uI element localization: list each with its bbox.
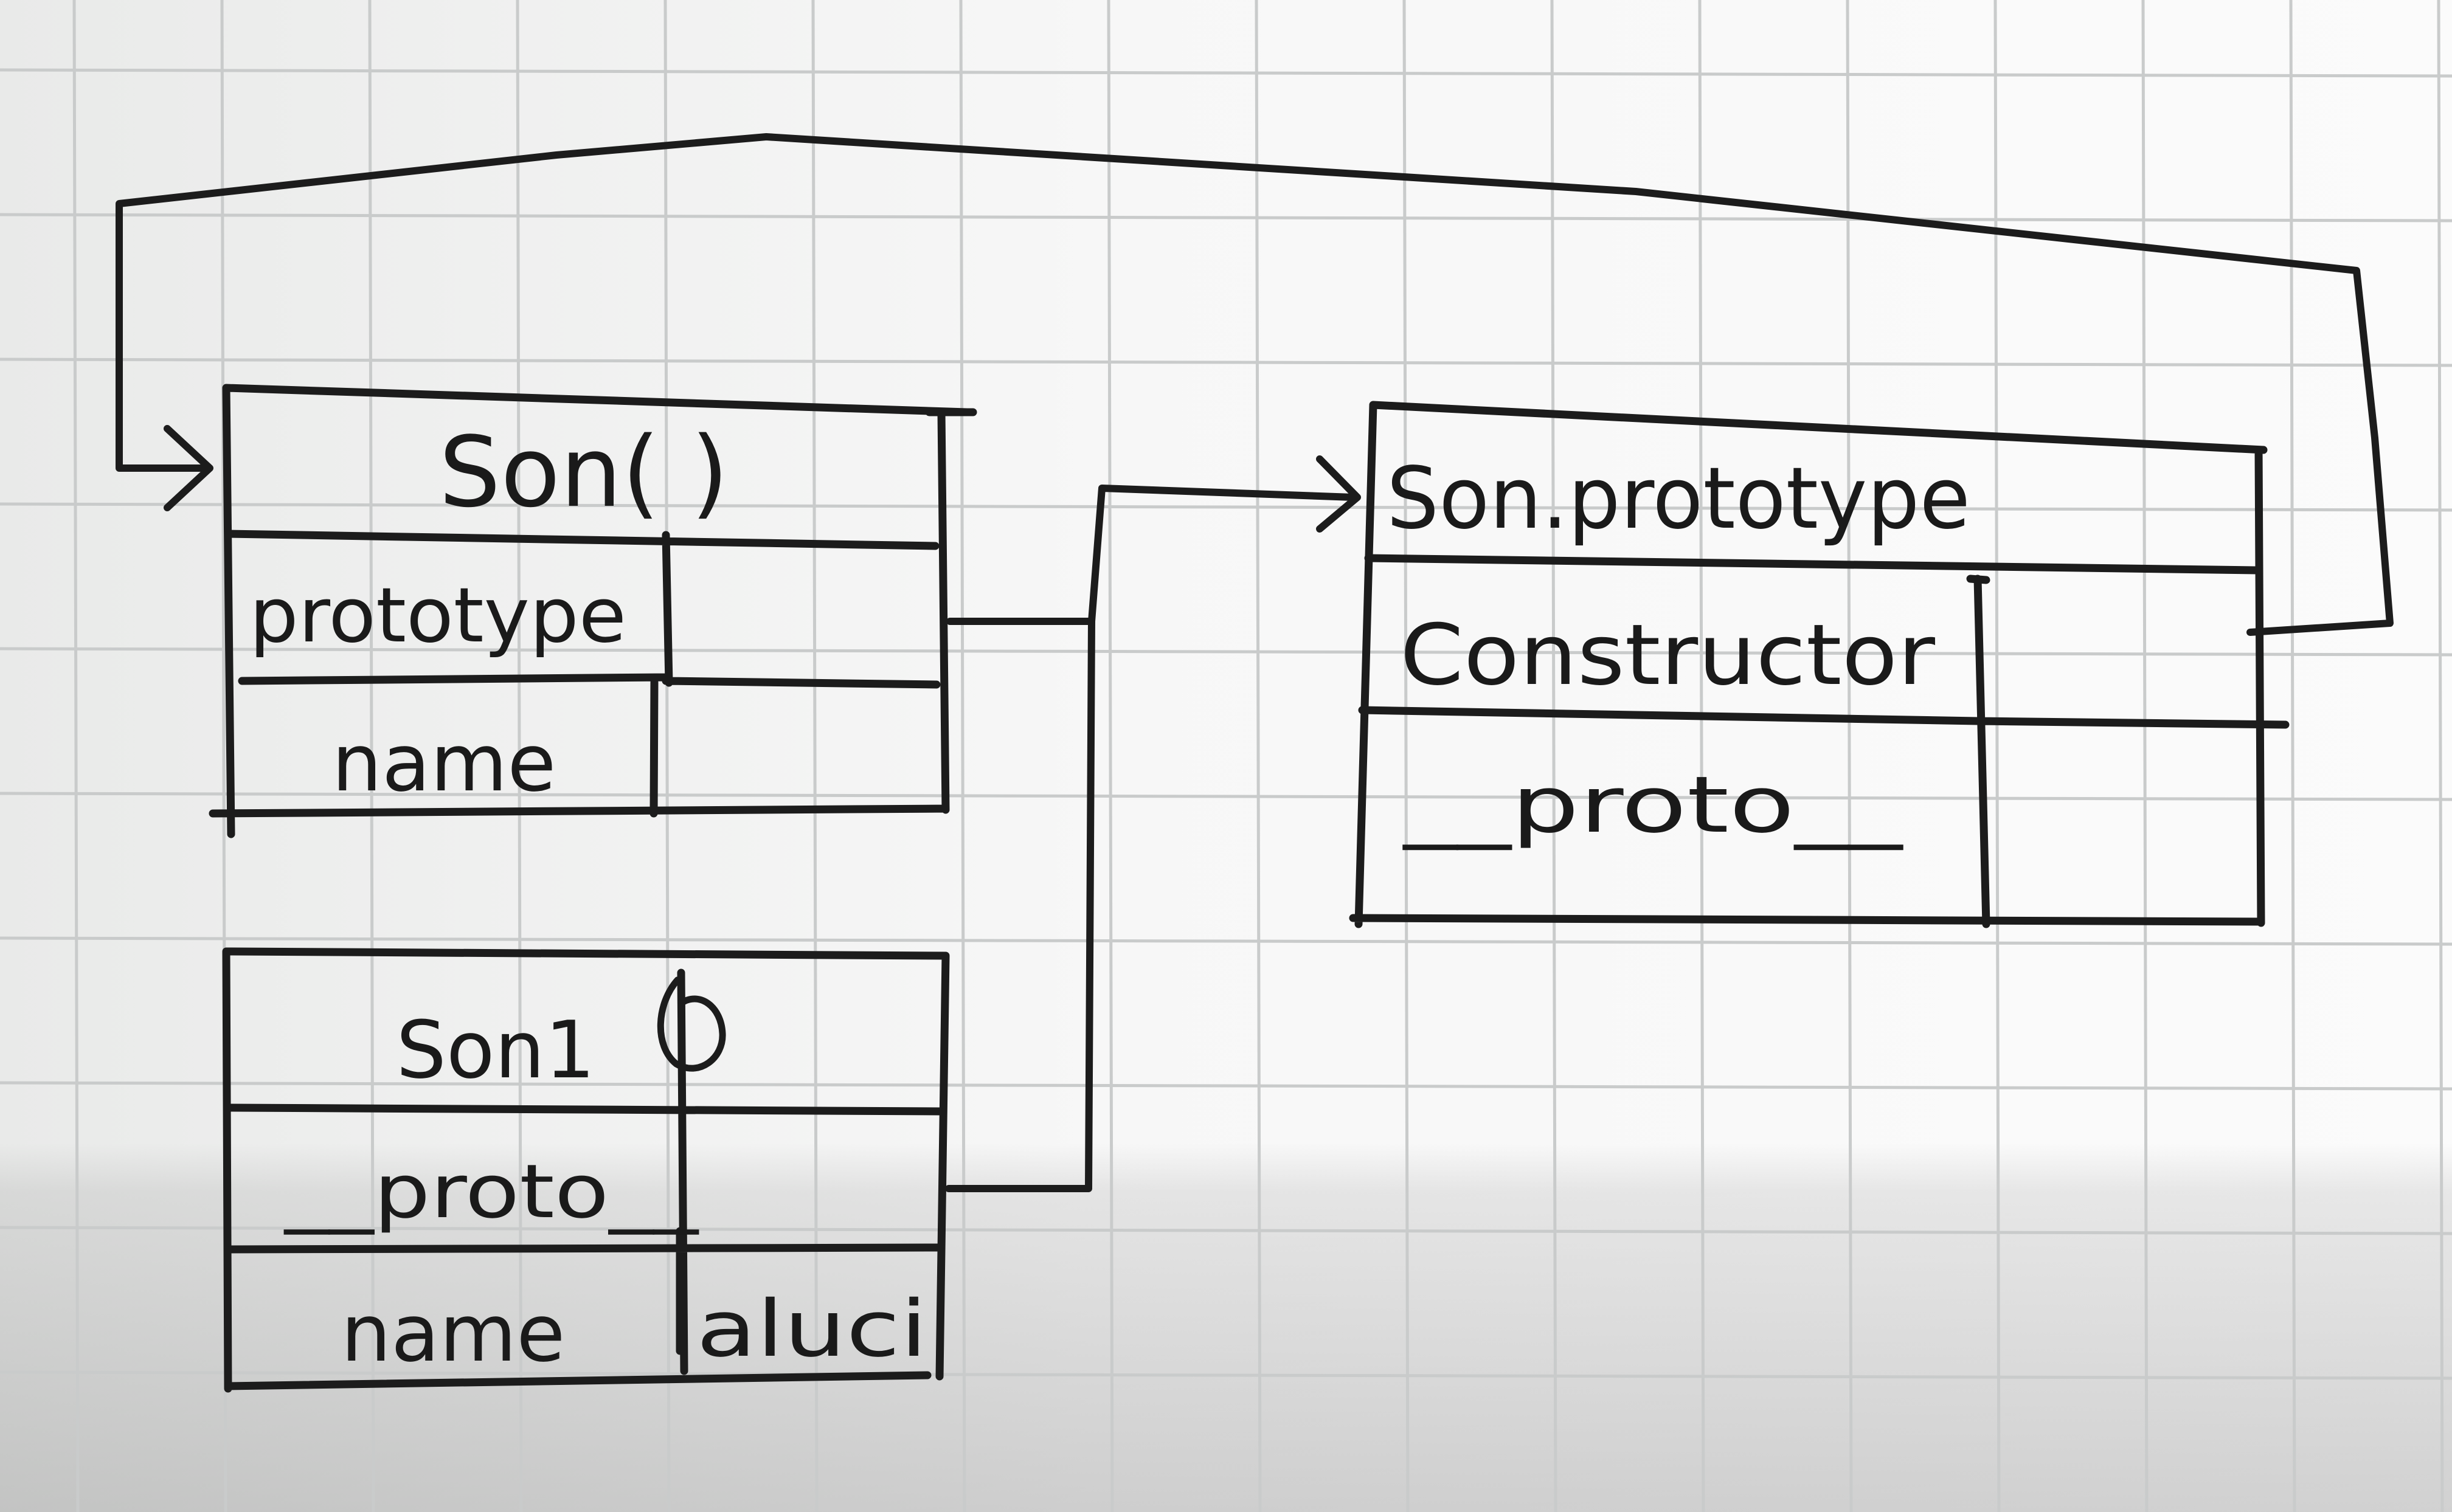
son-prototype-row-label: Constructor <box>1400 606 1935 704</box>
son-constructor-box: Son( ) prototype name <box>209 384 977 838</box>
grid-line-vertical <box>2141 0 2149 1512</box>
grid-line-vertical <box>1402 0 1410 1512</box>
grid-line-vertical <box>811 0 819 1512</box>
son-prototype-dividers <box>1358 554 2290 928</box>
grid-line-horizontal <box>0 1370 2452 1380</box>
grid-line-vertical <box>2437 0 2444 1512</box>
grid-line-horizontal <box>0 1226 2452 1235</box>
grid-line-horizontal <box>0 502 2452 512</box>
son-constructor-dividers <box>224 530 941 818</box>
grid-line-vertical <box>516 0 523 1512</box>
arrow-son1-proto-to-son-prototype <box>945 618 1095 1192</box>
grid-line-vertical <box>2289 0 2296 1512</box>
grid-line-vertical <box>368 0 375 1512</box>
son-prototype-row-label: __proto__ <box>1402 760 1904 851</box>
grid-line-vertical <box>959 0 966 1512</box>
son1-instance-dividers <box>226 968 946 1375</box>
son1-instance-row-label: name <box>341 1287 566 1379</box>
arrowhead-son-constructor <box>164 425 213 511</box>
grid-line-horizontal <box>0 213 2452 223</box>
son-prototype-box: Son.prototype Constructor __proto__ <box>1349 401 2290 928</box>
grid-line-horizontal <box>0 792 2452 801</box>
son-constructor-title: Son( ) <box>439 415 729 529</box>
grid-line-vertical <box>1846 0 1853 1512</box>
son-constructor-outline <box>209 384 977 838</box>
grid-line-vertical <box>663 0 671 1512</box>
son1-instance-title: Son1 <box>396 1004 595 1096</box>
son1-instance-row-value: aluci <box>696 1284 927 1375</box>
son1-instance-box: Son1 __proto__ name aluci <box>222 947 950 1393</box>
grid-line-vertical <box>72 0 80 1512</box>
arrowhead-son-prototype <box>1316 455 1361 533</box>
grid-line-vertical <box>1107 0 1114 1512</box>
grid-line-vertical <box>1698 0 1705 1512</box>
grid-line-vertical <box>1255 0 1262 1512</box>
arrow-constructor-to-son-constructor <box>116 133 2394 636</box>
son1-instance-pin-mark <box>657 976 726 1072</box>
grid-line-horizontal <box>0 1081 2452 1091</box>
son-prototype-outline <box>1349 401 2268 928</box>
son-constructor-row-label: name <box>332 717 556 809</box>
son-prototype-title: Son.prototype <box>1387 449 1970 548</box>
grid-line-horizontal <box>0 68 2452 78</box>
grid-line-horizontal <box>0 936 2452 946</box>
son1-instance-outline <box>222 947 950 1393</box>
grid-line-horizontal <box>0 647 2452 657</box>
arrow-prototype-to-son-prototype <box>946 485 1357 625</box>
son-constructor-row-label: prototype <box>249 572 626 660</box>
son1-instance-row-label: __proto__ <box>283 1148 700 1235</box>
grid-line-vertical <box>1993 0 2001 1512</box>
grid-line-horizontal <box>0 357 2452 367</box>
grid-line-vertical <box>1550 0 1557 1512</box>
